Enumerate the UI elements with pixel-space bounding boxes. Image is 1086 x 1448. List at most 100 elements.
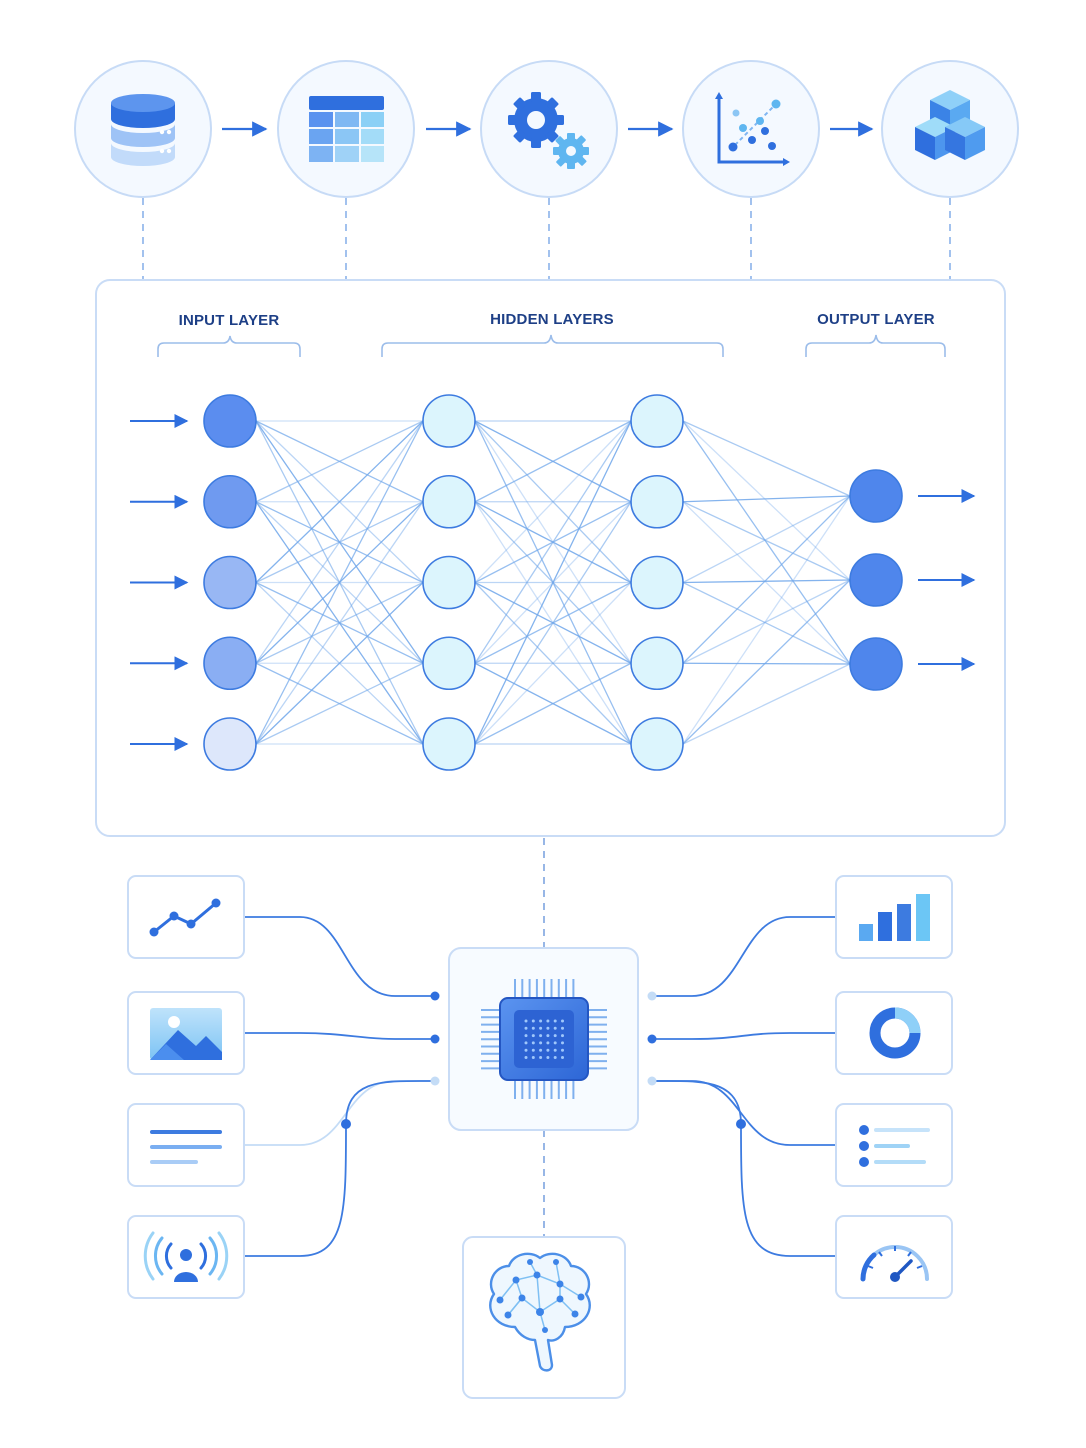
scatter-chart-icon bbox=[715, 92, 790, 166]
source-card-signal[interactable] bbox=[127, 1215, 245, 1299]
chip-dot bbox=[553, 1034, 557, 1038]
pipeline bbox=[74, 60, 1019, 280]
chip-dot bbox=[539, 1019, 543, 1023]
hidden-node[interactable] bbox=[630, 394, 684, 448]
line-chart-icon bbox=[149, 898, 221, 937]
network-connection bbox=[682, 579, 851, 745]
chip-dot bbox=[539, 1026, 543, 1030]
network-connection bbox=[255, 662, 424, 745]
image-icon bbox=[150, 1008, 222, 1060]
chip-dot bbox=[524, 1026, 528, 1030]
cube-icon bbox=[915, 90, 985, 160]
network-connection bbox=[474, 420, 632, 664]
network-connection bbox=[255, 501, 424, 584]
output-node[interactable] bbox=[849, 637, 903, 691]
input-node[interactable] bbox=[203, 717, 257, 771]
chip-dot bbox=[546, 1026, 550, 1030]
chip-dot bbox=[539, 1048, 543, 1052]
hidden-node[interactable] bbox=[422, 636, 476, 691]
pipeline-step-processing[interactable] bbox=[480, 60, 618, 198]
network-connection bbox=[682, 579, 851, 584]
chip-dot bbox=[553, 1041, 557, 1045]
input-node[interactable] bbox=[203, 394, 257, 448]
source-card-line-chart[interactable] bbox=[127, 875, 245, 959]
chip-dot bbox=[524, 1048, 528, 1052]
network-connection bbox=[474, 420, 632, 583]
chip-dot bbox=[546, 1048, 550, 1052]
network-connection bbox=[474, 420, 632, 745]
pipeline-step-analysis[interactable] bbox=[682, 60, 820, 198]
right-output-cards bbox=[835, 875, 953, 1299]
source-wires bbox=[244, 916, 836, 1257]
output-card-list[interactable] bbox=[835, 1103, 953, 1187]
chip-dot bbox=[524, 1041, 528, 1045]
network-connection bbox=[682, 663, 851, 745]
output-layer-label: OUTPUT LAYER bbox=[817, 311, 935, 328]
network-connection bbox=[682, 501, 851, 665]
output-card-donut[interactable] bbox=[835, 991, 953, 1075]
chip-dot bbox=[561, 1048, 564, 1052]
gauge-icon bbox=[860, 1245, 929, 1282]
input-node[interactable] bbox=[203, 636, 257, 691]
network-connection bbox=[474, 582, 632, 745]
network-connection bbox=[255, 582, 424, 745]
network-connection bbox=[255, 420, 424, 583]
source-card-text[interactable] bbox=[127, 1103, 245, 1187]
wire-junctions bbox=[341, 991, 746, 1129]
chip-dot bbox=[524, 1034, 528, 1038]
chip-dot bbox=[531, 1048, 535, 1052]
chip-dot bbox=[531, 1026, 535, 1030]
central-processor-card[interactable] bbox=[448, 947, 639, 1131]
network-connections bbox=[255, 420, 851, 745]
chip-dot bbox=[524, 1019, 528, 1023]
donut-chart-icon bbox=[869, 1007, 921, 1059]
hidden-node[interactable] bbox=[630, 474, 684, 529]
hidden-node[interactable] bbox=[630, 636, 684, 691]
network-connection bbox=[682, 495, 851, 584]
hidden-node[interactable] bbox=[630, 717, 684, 771]
network-connection bbox=[682, 420, 851, 497]
brain-card[interactable] bbox=[462, 1236, 626, 1399]
cpu-chip-icon bbox=[481, 979, 607, 1099]
pipeline-step-database[interactable] bbox=[74, 60, 212, 198]
table-icon bbox=[309, 96, 384, 162]
hidden-node[interactable] bbox=[422, 555, 476, 610]
network-connection bbox=[474, 420, 632, 583]
input-node[interactable] bbox=[203, 555, 257, 610]
output-card-bar-chart[interactable] bbox=[835, 875, 953, 959]
pipeline-step-model[interactable] bbox=[881, 60, 1019, 198]
network-connection bbox=[474, 501, 632, 745]
hidden-node[interactable] bbox=[422, 474, 476, 529]
network-connection bbox=[682, 420, 851, 581]
network-connection bbox=[474, 582, 632, 745]
chip-dot bbox=[539, 1056, 543, 1059]
chip-dot bbox=[561, 1034, 564, 1038]
chip-dot bbox=[524, 1056, 528, 1059]
output-node[interactable] bbox=[849, 553, 903, 607]
network-connection bbox=[682, 501, 851, 581]
pipeline-dashed-connectors bbox=[142, 198, 951, 280]
hidden-node[interactable] bbox=[422, 394, 476, 448]
chip-dot bbox=[531, 1056, 535, 1059]
network-connection bbox=[255, 420, 424, 503]
output-node[interactable] bbox=[849, 469, 903, 523]
hidden-node[interactable] bbox=[422, 717, 476, 771]
input-node[interactable] bbox=[203, 474, 257, 529]
signal-broadcast-icon bbox=[143, 1231, 229, 1282]
hidden-node[interactable] bbox=[630, 555, 684, 610]
brain-network-icon bbox=[489, 1252, 591, 1372]
chip-dot bbox=[553, 1026, 557, 1030]
output-card-gauge[interactable] bbox=[835, 1215, 953, 1299]
source-card-image[interactable] bbox=[127, 991, 245, 1075]
network-connection bbox=[682, 495, 851, 503]
chip-dot bbox=[546, 1019, 550, 1023]
chip-dot bbox=[553, 1019, 557, 1023]
network-connection bbox=[682, 495, 851, 745]
network-connection bbox=[682, 420, 851, 665]
network-connection bbox=[255, 420, 424, 745]
chip-dot bbox=[546, 1056, 550, 1059]
network-connection bbox=[255, 501, 424, 745]
pipeline-step-table[interactable] bbox=[277, 60, 415, 198]
chip-dot bbox=[553, 1056, 557, 1059]
